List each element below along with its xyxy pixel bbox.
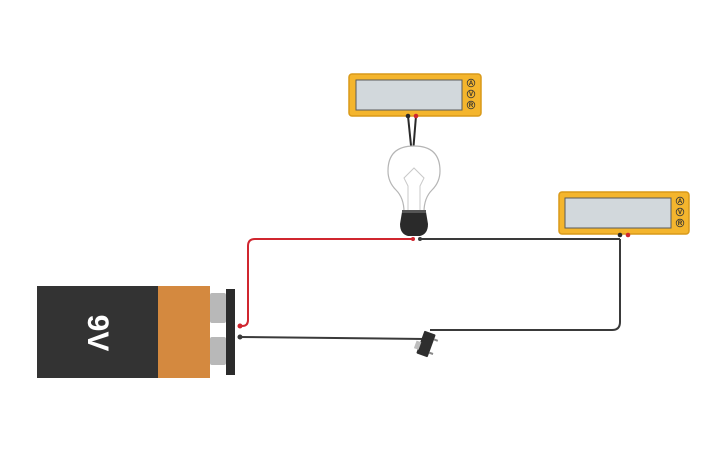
wire-switch-to-battery-negative[interactable] <box>237 336 426 340</box>
meter-right-button-amps[interactable] <box>675 196 685 206</box>
light-bulb[interactable] <box>387 145 441 236</box>
meter-right-probe-black-terminal[interactable] <box>617 232 623 238</box>
battery-label: 9V <box>81 315 114 352</box>
wire-meter-right-to-switch[interactable] <box>430 239 621 331</box>
bulb-socket-ring <box>402 210 426 213</box>
battery-terminal-negative[interactable] <box>210 337 226 365</box>
meter-right-screen <box>564 197 672 229</box>
battery-band <box>158 286 210 378</box>
battery-body <box>37 286 161 378</box>
switch-slider[interactable] <box>413 340 422 350</box>
meter-top-label-amps: A <box>469 81 474 87</box>
wire-terminal-battery-negative[interactable] <box>237 334 243 340</box>
meter-top-button-ohms[interactable] <box>466 100 476 110</box>
wire-battery-positive-to-bulb[interactable] <box>238 238 413 327</box>
battery-cap <box>226 289 235 375</box>
bulb-socket <box>400 212 428 236</box>
multimeter-top[interactable]: A V R <box>348 73 482 119</box>
meter-top-probe-black-terminal[interactable] <box>405 113 411 119</box>
meter-top-label-volts: V <box>469 92 473 98</box>
meter-top-button-amps[interactable] <box>466 78 476 88</box>
bulb-filament <box>403 167 425 210</box>
switch-body <box>416 330 436 358</box>
bulb-glass <box>387 145 441 213</box>
wire-terminal-bulb-positive[interactable] <box>411 237 415 241</box>
meter-right-probe-red-terminal[interactable] <box>625 232 631 238</box>
meter-top-probe-red-terminal[interactable] <box>413 113 419 119</box>
meter-top-label-ohms: R <box>469 103 474 109</box>
battery-terminal-positive[interactable] <box>210 293 226 323</box>
meter-top-button-volts[interactable] <box>466 89 476 99</box>
slide-switch[interactable] <box>412 329 439 358</box>
meter-right-label-volts: V <box>678 210 682 216</box>
meter-right-label-amps: A <box>678 199 683 205</box>
battery-9v[interactable]: 9V <box>37 286 235 378</box>
meter-right-button-ohms[interactable] <box>675 218 685 228</box>
wire-terminal-bulb-negative[interactable] <box>418 237 422 241</box>
meter-right-label-ohms: R <box>678 221 683 227</box>
switch-pin-left <box>428 351 434 355</box>
meter-right-button-volts[interactable] <box>675 207 685 217</box>
switch-pin-right <box>433 338 439 342</box>
meter-top-screen <box>355 79 463 111</box>
multimeter-right[interactable]: A V R <box>558 191 690 238</box>
wire-terminal-battery-positive[interactable] <box>237 323 243 329</box>
